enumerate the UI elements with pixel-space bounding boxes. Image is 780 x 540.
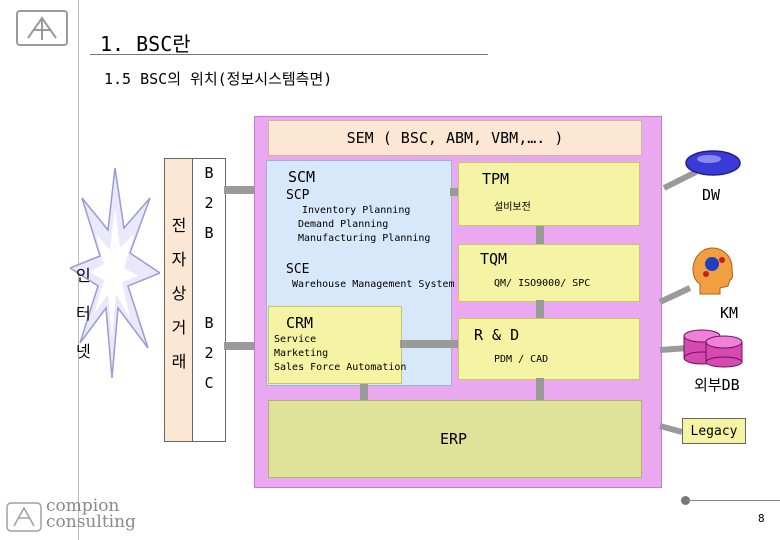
b2b-char: B bbox=[204, 164, 214, 182]
connector bbox=[536, 226, 544, 244]
dw-label: DW bbox=[702, 186, 721, 204]
b2b-char: B bbox=[204, 224, 214, 242]
connector bbox=[536, 378, 544, 400]
sem-box: SEM ( BSC, ABM, VBM,…. ) bbox=[268, 120, 642, 156]
b2b-label: B 2 B bbox=[194, 164, 224, 242]
tpm-sub: 설비보전 bbox=[494, 202, 531, 213]
crm-item: Service bbox=[274, 334, 317, 345]
ecommerce-char: 전 bbox=[171, 216, 187, 235]
page-number: 8 bbox=[758, 512, 765, 525]
crm-item: Marketing bbox=[274, 348, 329, 359]
tqm-title: TQM bbox=[480, 250, 508, 268]
page-title: 1. BSC란 bbox=[100, 32, 191, 56]
km-label: KM bbox=[720, 304, 739, 322]
sce-item: Warehouse Management System bbox=[292, 279, 455, 290]
b2c-char: C bbox=[204, 374, 214, 392]
b2b-column bbox=[164, 158, 194, 442]
internet-char: 인 bbox=[76, 266, 91, 285]
company-logo-icon bbox=[6, 502, 42, 532]
erp-title: ERP bbox=[440, 430, 468, 448]
connector bbox=[224, 342, 254, 350]
crm-box bbox=[268, 306, 402, 384]
title-underline bbox=[90, 54, 488, 55]
ecommerce-char: 상 bbox=[171, 284, 187, 303]
km-head-icon bbox=[692, 247, 733, 295]
scp-item: Demand Planning bbox=[298, 219, 389, 230]
crm-item: Sales Force Automation bbox=[274, 362, 407, 373]
scp-item: Manufacturing Planning bbox=[298, 233, 431, 244]
rd-sub: PDM / CAD bbox=[494, 354, 549, 365]
rd-title: R & D bbox=[474, 326, 520, 344]
erp-box bbox=[268, 400, 642, 478]
ecommerce-char: 래 bbox=[171, 352, 187, 371]
company-line1: compion bbox=[46, 496, 120, 516]
connector bbox=[400, 340, 458, 348]
ecommerce-char: 자 bbox=[171, 250, 187, 269]
tqm-sub: QM/ ISO9000/ SPC bbox=[494, 278, 591, 289]
scm-title: SCM bbox=[288, 168, 316, 186]
footer-dot bbox=[681, 496, 690, 505]
external-db-icon bbox=[683, 329, 743, 368]
scp-title: SCP bbox=[286, 188, 310, 203]
sce-title: SCE bbox=[286, 262, 310, 277]
company-line2: consulting bbox=[46, 512, 136, 532]
internet-burst-icon bbox=[70, 168, 160, 378]
footer-rule bbox=[686, 500, 780, 501]
ecommerce-char: 거 bbox=[171, 318, 187, 337]
connector bbox=[360, 384, 368, 400]
rd-box bbox=[458, 318, 640, 380]
tqm-box bbox=[458, 244, 640, 302]
tpm-box bbox=[458, 162, 640, 226]
b2c-column bbox=[192, 158, 226, 442]
dw-database-icon bbox=[685, 150, 741, 176]
connector bbox=[224, 186, 254, 194]
connector bbox=[536, 300, 544, 318]
ecommerce-label: 전 자 상 거 래 bbox=[166, 212, 192, 372]
internet-char: 터 bbox=[76, 304, 91, 323]
internet-char: 넷 bbox=[76, 342, 91, 361]
company-name: compion consulting bbox=[46, 496, 136, 532]
b2c-char: 2 bbox=[204, 344, 214, 362]
crm-title: CRM bbox=[286, 314, 314, 332]
page-subtitle: 1.5 BSC의 위치(정보시스템측면) bbox=[104, 70, 333, 88]
logo-icon bbox=[16, 10, 68, 46]
right-connectors bbox=[658, 170, 698, 435]
scp-item: Inventory Planning bbox=[302, 205, 411, 216]
connector bbox=[450, 188, 458, 196]
b2c-char: B bbox=[204, 314, 214, 332]
internet-label: 인 터 넷 bbox=[76, 262, 91, 362]
tpm-title: TPM bbox=[482, 170, 510, 188]
b2b-char: 2 bbox=[204, 194, 214, 212]
b2c-label: B 2 C bbox=[194, 314, 224, 392]
external-db-label: 외부DB bbox=[694, 376, 740, 394]
legacy-box: Legacy bbox=[682, 418, 746, 444]
